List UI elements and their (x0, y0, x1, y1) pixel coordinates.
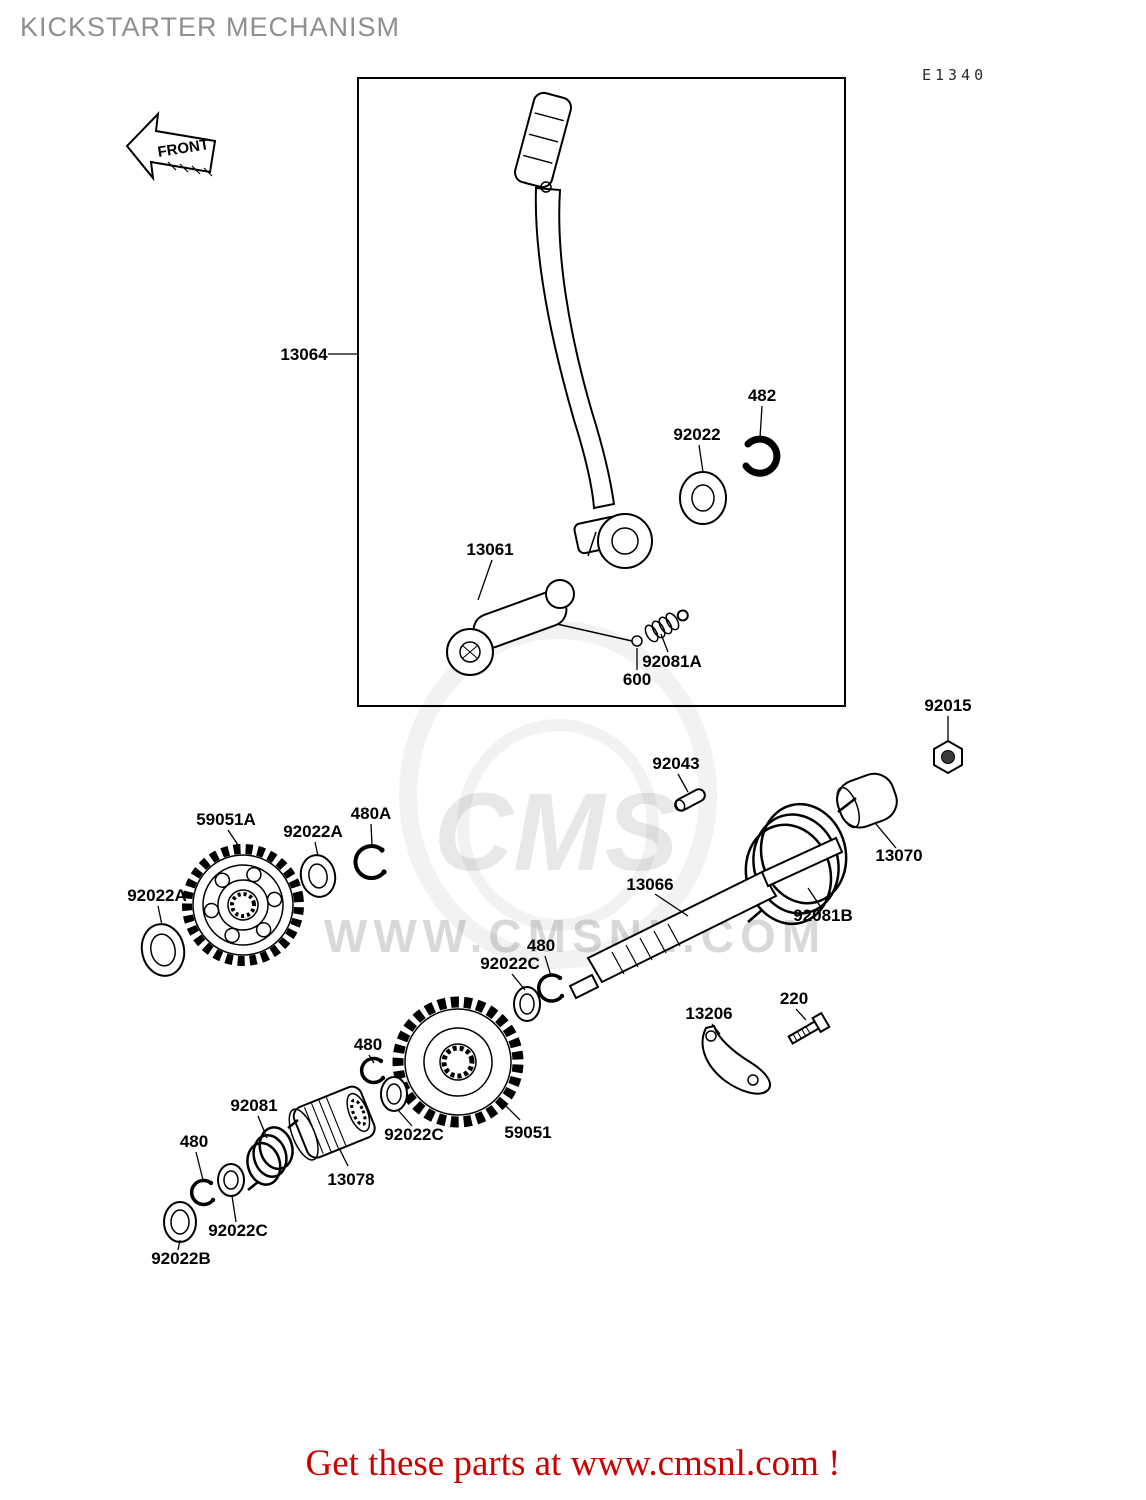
washer-92022c1-art (513, 986, 541, 1022)
part-label-480-2: 480 (354, 1035, 382, 1054)
circlip-480-3-art (189, 1178, 216, 1207)
leader-lines (157, 353, 949, 1251)
gear-59051-art (392, 996, 524, 1128)
front-arrow: FRONT (125, 111, 217, 182)
part-label-13070: 13070 (875, 846, 922, 865)
ball-600-art (631, 635, 643, 647)
washer-92022c2-art (380, 1076, 408, 1112)
part-label-220: 220 (780, 989, 808, 1008)
part-label-92043: 92043 (652, 754, 699, 773)
footer-link[interactable]: Get these parts at www.cmsnl.com ! (305, 1443, 841, 1484)
part-label-600: 600 (623, 670, 651, 689)
part-label-92015: 92015 (924, 696, 971, 715)
part-label-92022a-2: 92022A (127, 886, 187, 905)
part-label-59051: 59051 (504, 1123, 551, 1142)
guide-13206-art (701, 1024, 771, 1095)
circlip-480a-art (353, 844, 387, 881)
part-label-13061: 13061 (466, 540, 513, 559)
ratchet-13078-art (288, 1085, 376, 1161)
part-label-92022c-2: 92022C (384, 1125, 444, 1144)
part-label-13078: 13078 (327, 1170, 374, 1189)
pin-92043-art (674, 788, 706, 812)
part-label-482: 482 (748, 386, 776, 405)
part-label-480-3: 480 (180, 1132, 208, 1151)
part-label-480a: 480A (351, 804, 392, 823)
kick-lever-boss (573, 513, 653, 569)
circlip-480-2-art (359, 1056, 386, 1085)
washer-92022b-art (163, 1201, 197, 1243)
eclip-482-art (742, 435, 781, 477)
part-13061-art (446, 579, 633, 676)
kick-pedal-art (513, 91, 653, 569)
watermark: CMS WWW.CMSNL.COM (324, 621, 826, 969)
page-title: KICKSTARTER MECHANISM (20, 12, 401, 42)
part-label-59051a: 59051A (196, 810, 256, 829)
part-label-92022a: 92022A (283, 822, 343, 841)
part-label-92081: 92081 (230, 1096, 277, 1115)
washer-92022a2-art (140, 923, 186, 977)
collar-13070-art (836, 772, 898, 829)
bolt-220-art (787, 1011, 831, 1045)
part-label-92022: 92022 (673, 425, 720, 444)
watermark-logo: CMS (434, 771, 678, 894)
part-label-92022b: 92022B (151, 1249, 211, 1268)
spring-92081a-art (644, 609, 689, 643)
spring-92081-art (246, 1119, 299, 1191)
shaft-13066-art (568, 836, 844, 1000)
gear-59051a-art (182, 844, 304, 966)
part-labels: 13064 482 92022 13061 92081A 600 92015 9… (127, 345, 971, 1268)
washer-92022a-art (299, 854, 337, 898)
part-label-13206: 13206 (685, 1004, 732, 1023)
part-label-480-1: 480 (527, 936, 555, 955)
washer-92022-art (679, 471, 727, 525)
nut-92015-art (933, 739, 963, 775)
watermark-text: WWW.CMSNL.COM (324, 910, 826, 962)
washer-92022c3-art (217, 1163, 245, 1197)
part-label-92022c-3: 92022C (208, 1221, 268, 1240)
part-label-13066: 13066 (626, 875, 673, 894)
diagram-code: E1340 (922, 66, 988, 84)
part-label-92081b: 92081B (793, 906, 853, 925)
pedal-detail-box (357, 77, 846, 707)
circlip-480-1-art (536, 973, 565, 1003)
part-label-92022c-1: 92022C (480, 954, 540, 973)
part-label-13064: 13064 (280, 345, 328, 364)
part-label-92081a: 92081A (642, 652, 702, 671)
